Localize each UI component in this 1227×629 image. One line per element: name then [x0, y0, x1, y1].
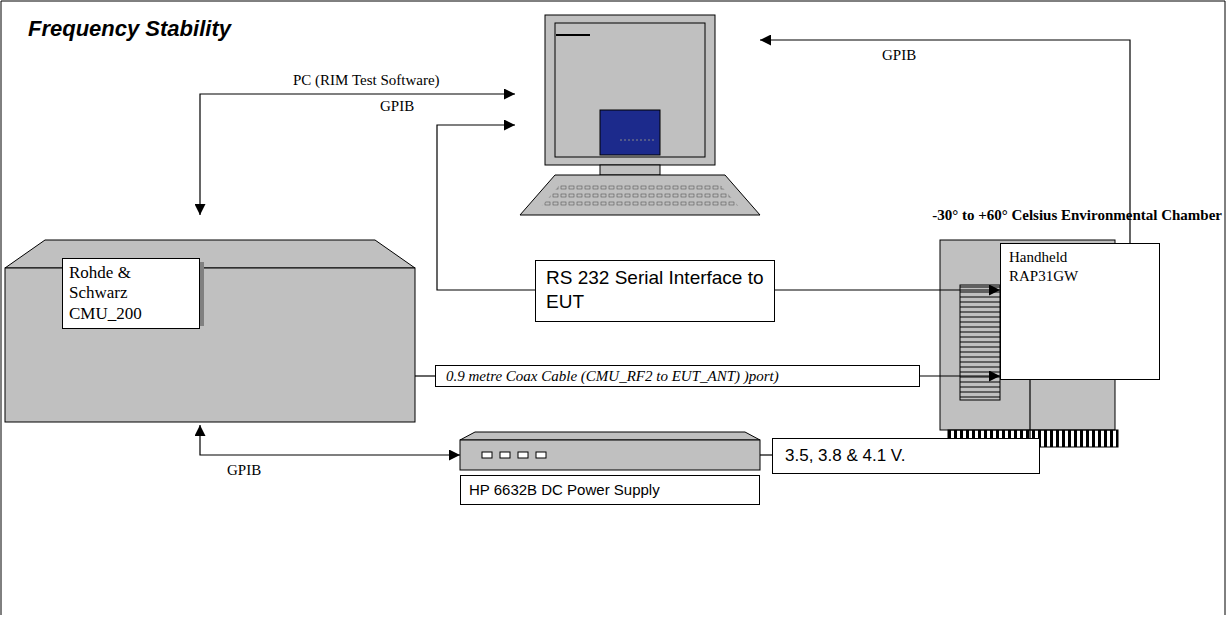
connector-line: [437, 125, 535, 290]
voltage-label: 3.5, 3.8 & 4.1 V.: [785, 446, 1027, 466]
supply-top: [460, 432, 760, 440]
page-frame: [1, 1, 1225, 615]
connector-line: [775, 289, 1000, 290]
connector-line: [200, 94, 515, 215]
cable-label: 0.9 metre Coax Cable (CMU_RF2 to EUT_ANT…: [446, 367, 909, 385]
bus-label: GPIB: [880, 47, 918, 64]
disk-slot: [556, 34, 590, 36]
screen-cursor: [620, 140, 655, 141]
connector-line: [415, 375, 435, 376]
bus-label: GPIB: [378, 98, 416, 115]
connector-line: [1029, 380, 1030, 438]
supply-button: [518, 452, 528, 458]
instrument-label: Rohde & Schwarz CMU_200: [62, 258, 200, 329]
supply-front: [460, 440, 760, 470]
monitor-stand: [600, 165, 660, 175]
voltage-box: 3.5, 3.8 & 4.1 V.: [772, 438, 1040, 474]
monitor-case: [545, 15, 715, 165]
power-supply: HP 6632B DC Power Supply: [460, 432, 760, 505]
monitor-screen: [600, 110, 660, 155]
diagram-title: Frequency Stability: [28, 16, 231, 42]
cable-box: 0.9 metre Coax Cable (CMU_RF2 to EUT_ANT…: [435, 365, 920, 387]
monitor-bezel: [555, 23, 705, 157]
keyboard-keys: [540, 182, 740, 208]
connector-line: [200, 425, 460, 455]
keyboard: [520, 175, 760, 215]
interface-label: RS 232 Serial Interface to EUT: [546, 266, 764, 314]
chamber-label: -30° to +60° Celsius Environmental Chamb…: [932, 207, 1222, 224]
bus-label: GPIB: [225, 462, 263, 479]
supply-button: [536, 452, 546, 458]
interface-box: RS 232 Serial Interface to EUT: [535, 260, 775, 322]
chamber-vent: [960, 285, 1000, 400]
connector-line: [920, 375, 1000, 376]
test-instrument: Rohde & Schwarz CMU_200: [5, 215, 415, 425]
supply-label: HP 6632B DC Power Supply: [460, 475, 760, 505]
handheld-box: Handheld RAP31GW: [1000, 243, 1160, 380]
supply-button: [482, 452, 492, 458]
computer: PC (RIM Test Software): [515, 15, 760, 215]
handheld-label: Handheld RAP31GW: [1009, 248, 1109, 286]
environmental-chamber: -30° to +60° Celsius Environmental Chamb…: [940, 240, 1118, 447]
software-label: PC (RIM Test Software): [293, 72, 440, 89]
supply-button: [500, 452, 510, 458]
connector-line: [760, 454, 772, 455]
